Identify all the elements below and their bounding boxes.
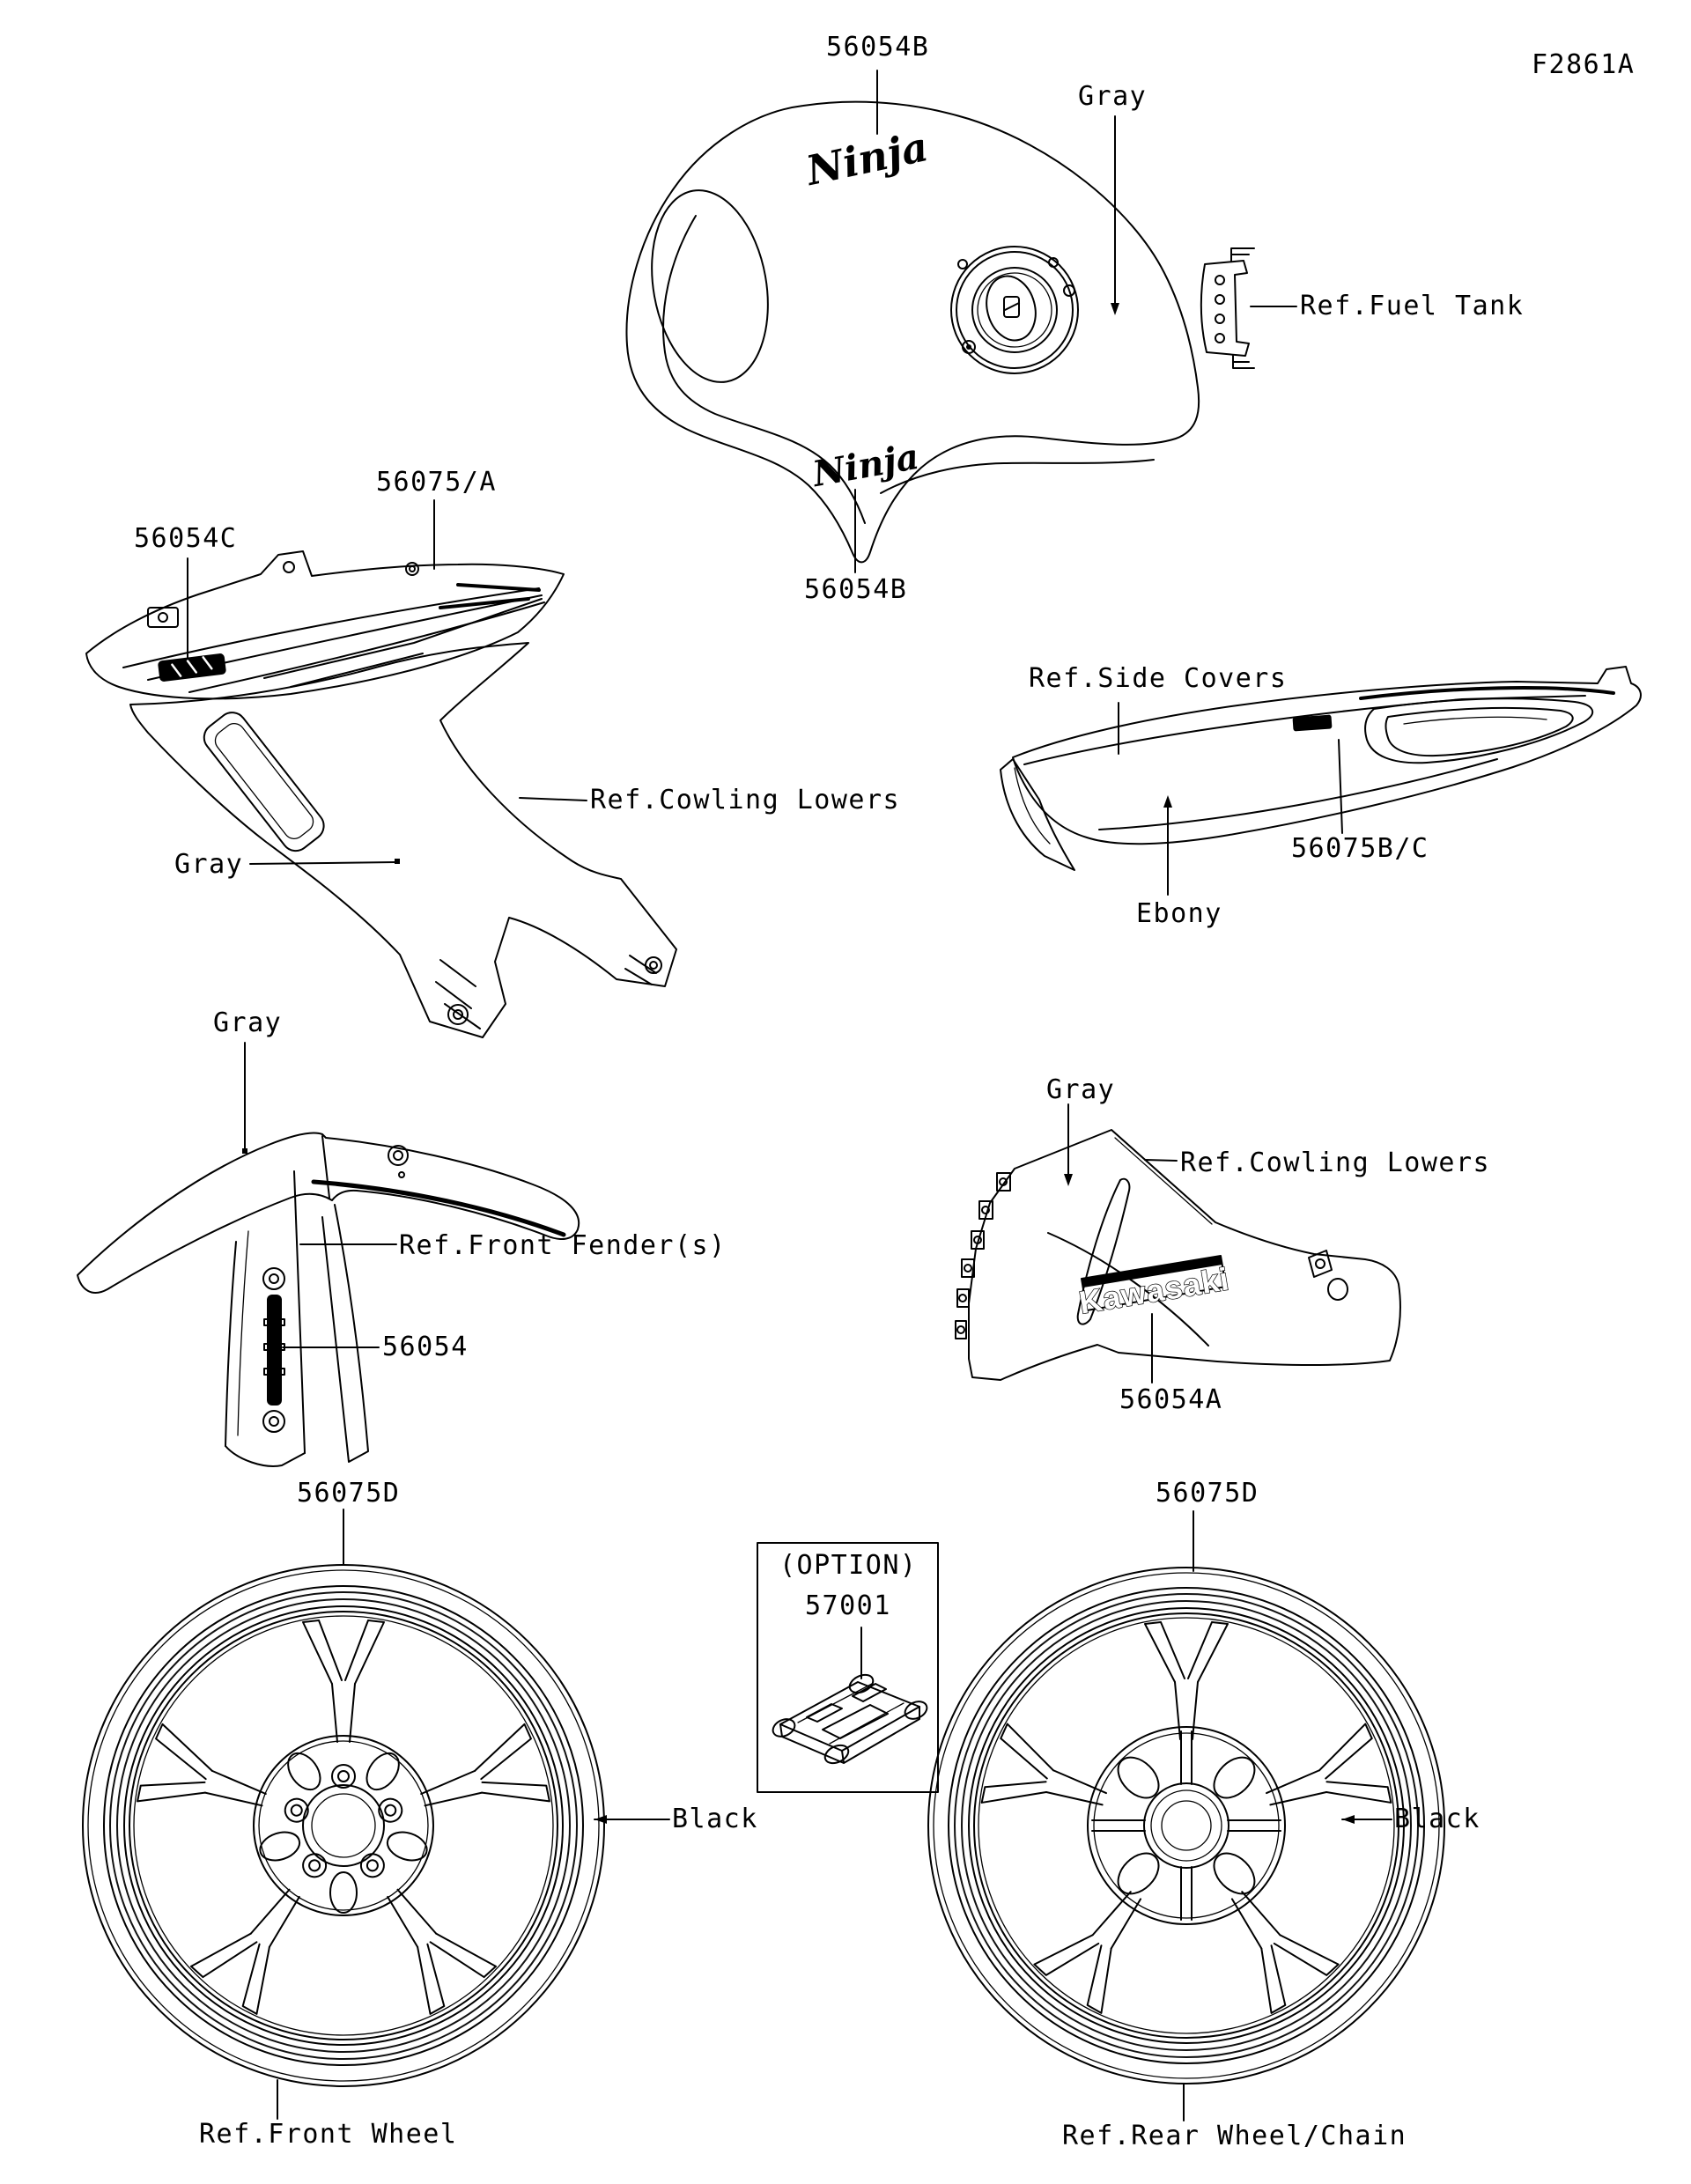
label-tank-part-bottom: 56054B bbox=[804, 574, 908, 605]
edge-tabs bbox=[955, 1172, 1011, 1339]
front-wheel-figure bbox=[82, 1509, 670, 2120]
tank-outline bbox=[625, 100, 1200, 564]
wing-tab-hole bbox=[283, 561, 295, 573]
label-tank-color: Gray bbox=[1078, 81, 1148, 112]
side-cover-figure bbox=[1000, 666, 1642, 896]
label-sidecover-ref: Ref.Side Covers bbox=[1029, 663, 1288, 694]
front-fender-figure bbox=[77, 1042, 580, 1467]
label-fender-part: 56054 bbox=[382, 1332, 469, 1362]
label-tank-ref: Ref.Fuel Tank bbox=[1300, 291, 1525, 321]
leader-lines bbox=[854, 70, 1297, 573]
label-rearwheel-color: Black bbox=[1394, 1804, 1481, 1834]
mount-foot-details bbox=[435, 955, 662, 1029]
figure-code: F2861A bbox=[1532, 49, 1636, 80]
label-rearwheel-part: 56075D bbox=[1156, 1478, 1259, 1509]
side-cover-tail bbox=[1000, 758, 1075, 871]
fender-leg bbox=[225, 1170, 369, 1467]
rim-stripe-decal bbox=[103, 1585, 584, 2066]
option-box-border bbox=[757, 1542, 939, 1793]
model-logo-decal bbox=[158, 653, 226, 682]
leader-lines bbox=[1183, 1510, 1392, 2121]
hub-bars bbox=[1091, 1730, 1281, 1921]
cowling-lower-panel bbox=[129, 642, 677, 1038]
label-option-part: 57001 bbox=[805, 1590, 891, 1621]
leader-lines bbox=[277, 1509, 670, 2120]
fender-decal-strip bbox=[262, 1267, 285, 1433]
label-frontwheel-ref: Ref.Front Wheel bbox=[199, 2119, 458, 2150]
rear-wheel-figure bbox=[927, 1510, 1445, 2121]
label-fender-color: Gray bbox=[213, 1007, 283, 1038]
label-lowercowl-color: Gray bbox=[1046, 1074, 1116, 1105]
leader-lines bbox=[1064, 1103, 1178, 1383]
label-cowling-logo-part: 56054C bbox=[134, 523, 238, 554]
fender-outline bbox=[77, 1132, 580, 1294]
right-hole bbox=[1327, 1278, 1348, 1301]
fuel-filler-cap bbox=[950, 246, 1079, 374]
kawasaki-logo-decal: Kawasaki bbox=[1076, 1255, 1233, 1321]
label-tank-part-top: 56054B bbox=[826, 32, 930, 63]
fender-accent-line bbox=[311, 1179, 566, 1237]
label-cowling-ref: Ref.Cowling Lowers bbox=[590, 785, 901, 815]
side-stripe-decals bbox=[1292, 686, 1615, 764]
tank-mount-bracket bbox=[1200, 247, 1255, 369]
tank-inner-contour bbox=[662, 215, 866, 524]
panel-window-outer bbox=[203, 712, 325, 852]
lower-cowling-outline bbox=[968, 1129, 1401, 1381]
label-option: (OPTION) bbox=[779, 1550, 918, 1581]
stripe-decals bbox=[122, 583, 545, 693]
ninja-logo-decal-top: Ninja bbox=[801, 122, 933, 195]
panel-window-inner bbox=[214, 723, 314, 839]
side-cover-outline bbox=[1012, 666, 1642, 845]
leader-lines bbox=[187, 499, 587, 865]
lower-cowling-figure: Kawasaki bbox=[955, 1103, 1401, 1383]
wing-left-tab bbox=[147, 607, 179, 628]
vent-scoop bbox=[1076, 1177, 1131, 1325]
label-fender-ref: Ref.Front Fender(s) bbox=[399, 1230, 727, 1261]
mid-seam bbox=[1047, 1232, 1209, 1347]
label-sidecover-part: 56075B/C bbox=[1291, 833, 1429, 864]
label-lowercowl-part: 56054A bbox=[1119, 1384, 1223, 1415]
option-box-figure bbox=[757, 1542, 939, 1793]
cowling-wing-outline bbox=[85, 550, 565, 700]
fuel-tank-figure: Ninja Ninja bbox=[625, 70, 1297, 573]
top-inner-line bbox=[1114, 1137, 1213, 1225]
label-cowling-part: 56075/A bbox=[376, 467, 497, 498]
right-tab bbox=[1308, 1250, 1333, 1278]
option-bracket-part bbox=[772, 1673, 928, 1765]
label-rearwheel-ref: Ref.Rear Wheel/Chain bbox=[1062, 2121, 1407, 2151]
tank-seat-line bbox=[880, 459, 1155, 494]
label-cowling-color: Gray bbox=[174, 849, 244, 880]
tank-knee-recess bbox=[651, 189, 769, 383]
leader-lines bbox=[242, 1042, 397, 1348]
rim-stripe-decal bbox=[948, 1587, 1425, 2064]
label-sidecover-color: Ebony bbox=[1136, 898, 1222, 929]
side-bottom-inner-line bbox=[1098, 758, 1498, 830]
fender-seam bbox=[321, 1135, 330, 1199]
tail-inner-line bbox=[1014, 767, 1051, 845]
upper-cowling-figure bbox=[85, 499, 677, 1038]
label-frontwheel-part: 56075D bbox=[297, 1478, 401, 1509]
label-frontwheel-color: Black bbox=[672, 1804, 758, 1834]
label-lowercowl-ref: Ref.Cowling Lowers bbox=[1180, 1147, 1491, 1178]
leader-lines bbox=[1118, 702, 1343, 896]
ninja-logo-decal-bottom: Ninja bbox=[808, 436, 922, 496]
